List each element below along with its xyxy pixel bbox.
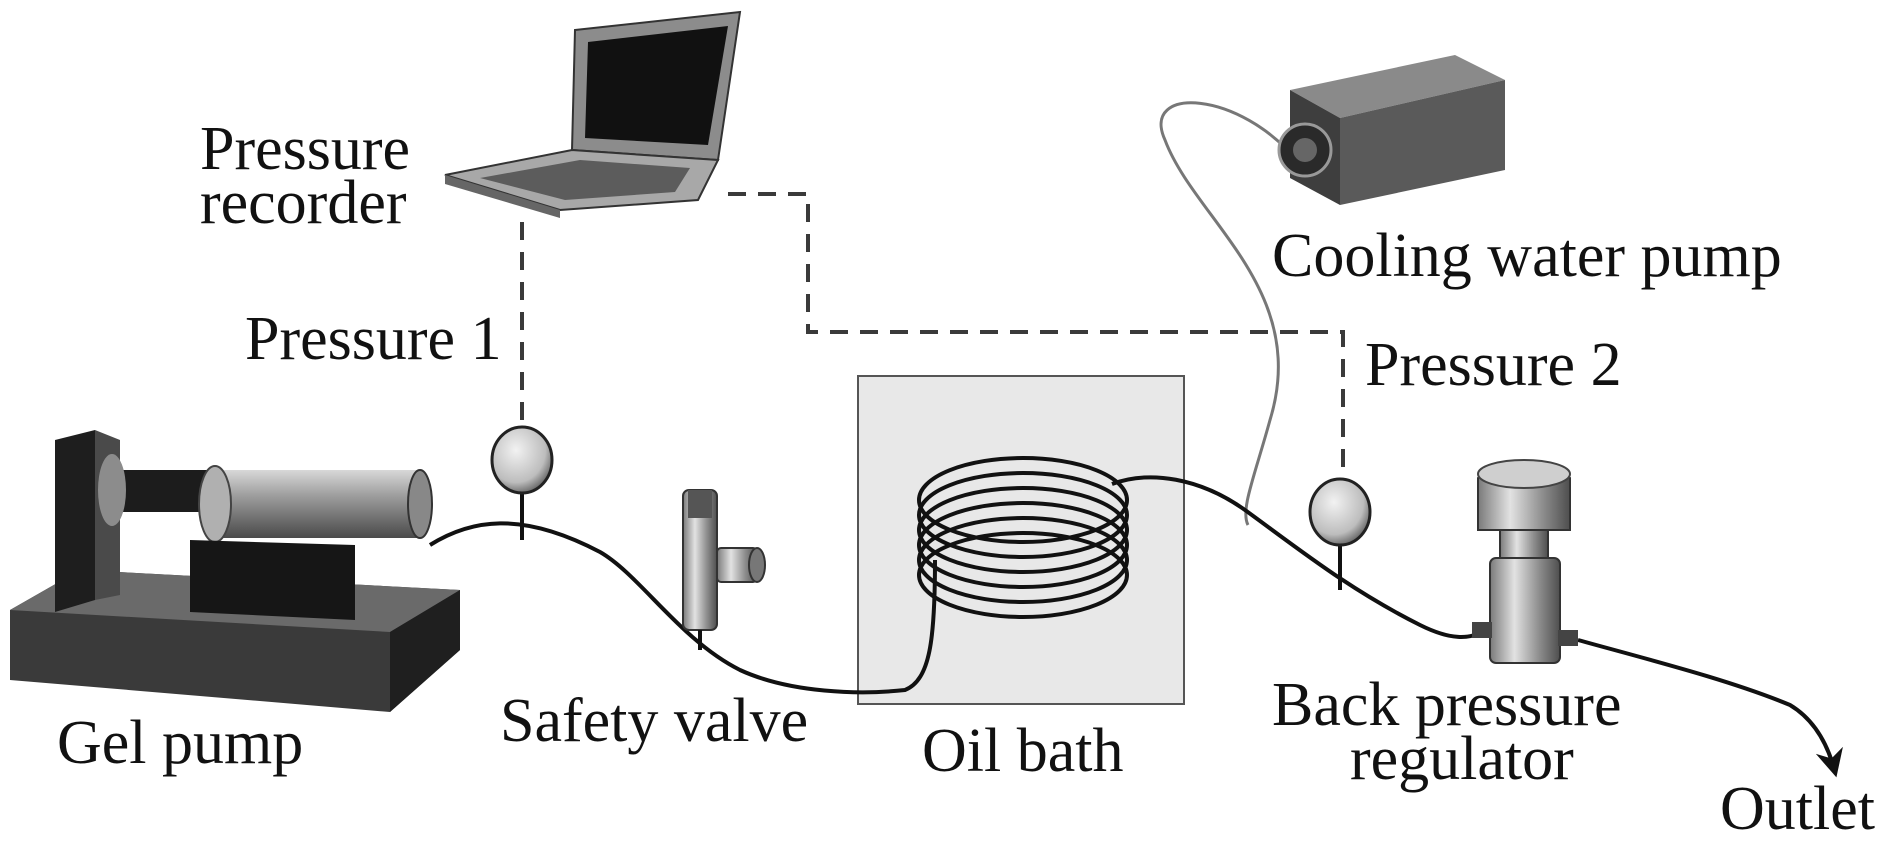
pressure-gauge-2 <box>1308 477 1372 590</box>
gel-pump-label: Gel pump <box>57 709 304 777</box>
gel-pump <box>10 430 460 712</box>
oil-bath-label: Oil bath <box>922 717 1124 785</box>
signal-lines <box>520 192 1345 472</box>
back-pressure-regulator-label-line1: Back pressure <box>1272 671 1622 739</box>
pressure-2-label: Pressure 2 <box>1365 331 1622 399</box>
pressure-gauge-1 <box>490 425 554 540</box>
safety-valve-label: Safety valve <box>500 687 809 755</box>
flow-tube-2 <box>1111 475 1487 639</box>
back-pressure-regulator-label-line2: regulator <box>1350 725 1574 793</box>
pressure-recorder-label-line2: recorder <box>200 169 407 237</box>
outlet-label: Outlet <box>1720 775 1875 843</box>
outlet-tube <box>1577 638 1843 778</box>
pressure-recorder-label-line1: Pressure <box>200 115 411 183</box>
back-pressure-regulator <box>1472 459 1578 664</box>
laptop-pressure-recorder <box>444 10 742 218</box>
cooling-water-pump <box>1277 55 1505 205</box>
cooling-water-tube <box>1159 101 1300 526</box>
cooling-water-pump-label: Cooling water pump <box>1272 222 1782 290</box>
flow-tube <box>428 521 937 695</box>
oil-bath-coil <box>917 456 1129 619</box>
pressure-1-label: Pressure 1 <box>245 305 502 373</box>
safety-valve <box>682 489 766 650</box>
